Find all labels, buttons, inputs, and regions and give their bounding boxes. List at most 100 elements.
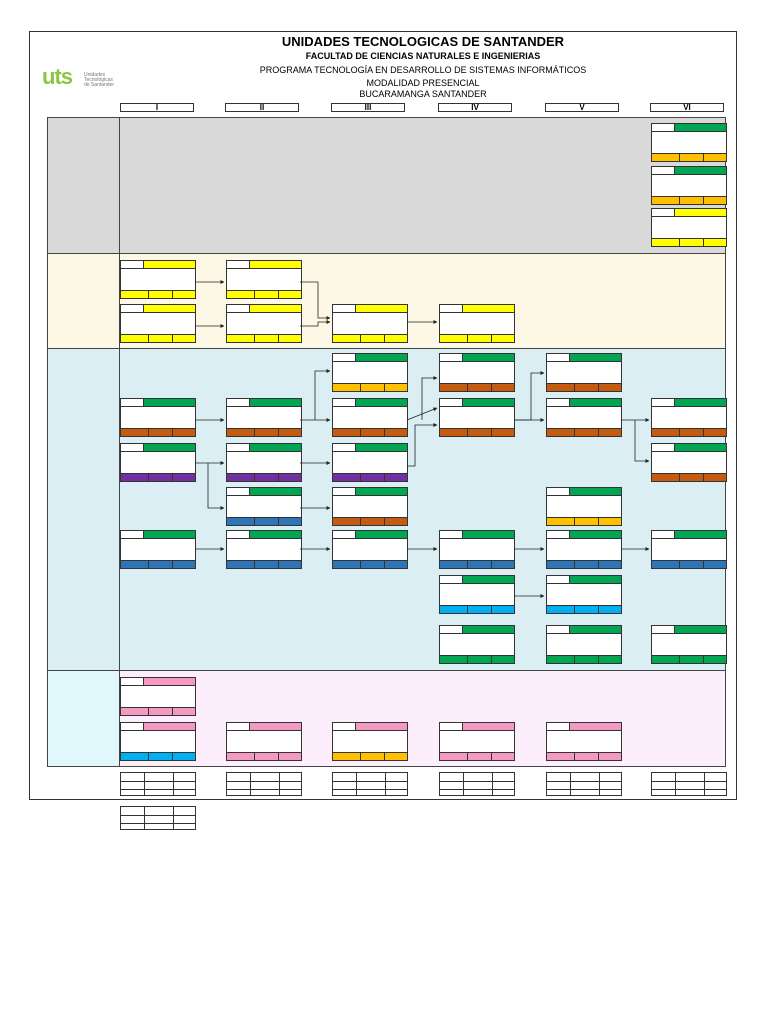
course-credit-row bbox=[652, 153, 726, 161]
course-header-color bbox=[144, 305, 195, 313]
credit-summary-table bbox=[120, 806, 196, 830]
course-code-cell bbox=[547, 399, 570, 407]
course-code-cell bbox=[333, 531, 356, 539]
course-card bbox=[226, 443, 302, 482]
course-credit-row bbox=[440, 428, 514, 436]
arrow bbox=[407, 423, 438, 467]
course-credit-row bbox=[440, 560, 514, 568]
course-credit-row bbox=[547, 560, 621, 568]
course-header-color bbox=[356, 488, 407, 496]
course-code-cell bbox=[121, 399, 144, 407]
course-credit-row bbox=[652, 473, 726, 481]
course-credit-row bbox=[121, 428, 195, 436]
course-header-color bbox=[463, 399, 514, 407]
course-code-cell bbox=[333, 723, 356, 731]
semester-header-3: III bbox=[331, 103, 405, 112]
course-credit-row bbox=[333, 428, 407, 436]
institution-title: UNIDADES TECNOLOGICAS DE SANTANDER bbox=[281, 34, 565, 49]
course-code-cell bbox=[547, 488, 570, 496]
course-code-cell bbox=[121, 444, 144, 452]
course-header-color bbox=[356, 305, 407, 313]
course-code-cell bbox=[227, 305, 250, 313]
course-card bbox=[546, 625, 622, 664]
credit-summary-table bbox=[226, 772, 302, 796]
course-card bbox=[226, 398, 302, 437]
course-card bbox=[120, 722, 196, 761]
course-credit-row bbox=[547, 655, 621, 663]
arrow bbox=[314, 369, 331, 420]
course-card bbox=[120, 443, 196, 482]
course-card bbox=[439, 722, 515, 761]
course-code-cell bbox=[121, 261, 144, 269]
course-header-color bbox=[463, 354, 514, 362]
course-code-cell bbox=[440, 354, 463, 362]
course-credit-row bbox=[121, 560, 195, 568]
course-code-cell bbox=[440, 305, 463, 313]
course-header-color bbox=[675, 209, 726, 217]
course-credit-row bbox=[652, 560, 726, 568]
course-header-color bbox=[570, 399, 621, 407]
course-header-color bbox=[570, 354, 621, 362]
area-label-3 bbox=[47, 348, 120, 671]
credit-summary-table bbox=[651, 772, 727, 796]
course-header-color bbox=[356, 444, 407, 452]
arrow bbox=[300, 320, 331, 327]
course-credit-row bbox=[652, 238, 726, 246]
course-code-cell bbox=[652, 531, 675, 539]
arrow bbox=[514, 371, 545, 421]
course-header-color bbox=[144, 723, 195, 731]
course-header-color bbox=[570, 626, 621, 634]
course-credit-row bbox=[652, 428, 726, 436]
credit-summary-table bbox=[120, 772, 196, 796]
course-card bbox=[332, 530, 408, 569]
course-credit-row bbox=[333, 473, 407, 481]
course-code-cell bbox=[547, 354, 570, 362]
course-card bbox=[226, 722, 302, 761]
course-card bbox=[651, 530, 727, 569]
city-title: BUCARAMANGA SANTANDER bbox=[359, 89, 487, 99]
course-credit-row bbox=[440, 383, 514, 391]
course-code-cell bbox=[227, 444, 250, 452]
course-credit-row bbox=[121, 707, 195, 715]
course-card bbox=[226, 260, 302, 299]
logo-subtitle: Unidades Tecnológicas de Santander bbox=[84, 72, 115, 88]
course-header-color bbox=[463, 305, 514, 313]
course-card bbox=[546, 575, 622, 614]
course-card bbox=[651, 208, 727, 247]
course-card bbox=[332, 487, 408, 526]
course-header-color bbox=[250, 305, 301, 313]
uts-logo: uts Unidades Tecnológicas de Santander bbox=[42, 64, 122, 94]
course-code-cell bbox=[547, 576, 570, 584]
course-card bbox=[120, 677, 196, 716]
course-code-cell bbox=[227, 488, 250, 496]
course-card bbox=[651, 123, 727, 162]
course-header-color bbox=[250, 261, 301, 269]
course-card bbox=[546, 353, 622, 392]
course-credit-row bbox=[547, 428, 621, 436]
course-card bbox=[546, 398, 622, 437]
area-band-3 bbox=[119, 348, 726, 671]
course-card bbox=[439, 530, 515, 569]
semester-header-5: V bbox=[545, 103, 619, 112]
course-header-color bbox=[250, 444, 301, 452]
course-header-color bbox=[250, 723, 301, 731]
course-card bbox=[120, 530, 196, 569]
course-header-color bbox=[356, 723, 407, 731]
course-header-color bbox=[144, 261, 195, 269]
course-header-color bbox=[250, 531, 301, 539]
course-header-color bbox=[675, 444, 726, 452]
arrow bbox=[421, 376, 438, 420]
course-code-cell bbox=[440, 399, 463, 407]
course-card bbox=[651, 443, 727, 482]
course-header-color bbox=[144, 678, 195, 686]
course-header-color bbox=[250, 488, 301, 496]
course-card bbox=[439, 353, 515, 392]
course-card bbox=[332, 304, 408, 343]
course-header-color bbox=[675, 124, 726, 132]
course-card bbox=[332, 353, 408, 392]
course-header-color bbox=[144, 531, 195, 539]
course-card bbox=[651, 166, 727, 205]
course-header-color bbox=[570, 531, 621, 539]
course-credit-row bbox=[547, 383, 621, 391]
